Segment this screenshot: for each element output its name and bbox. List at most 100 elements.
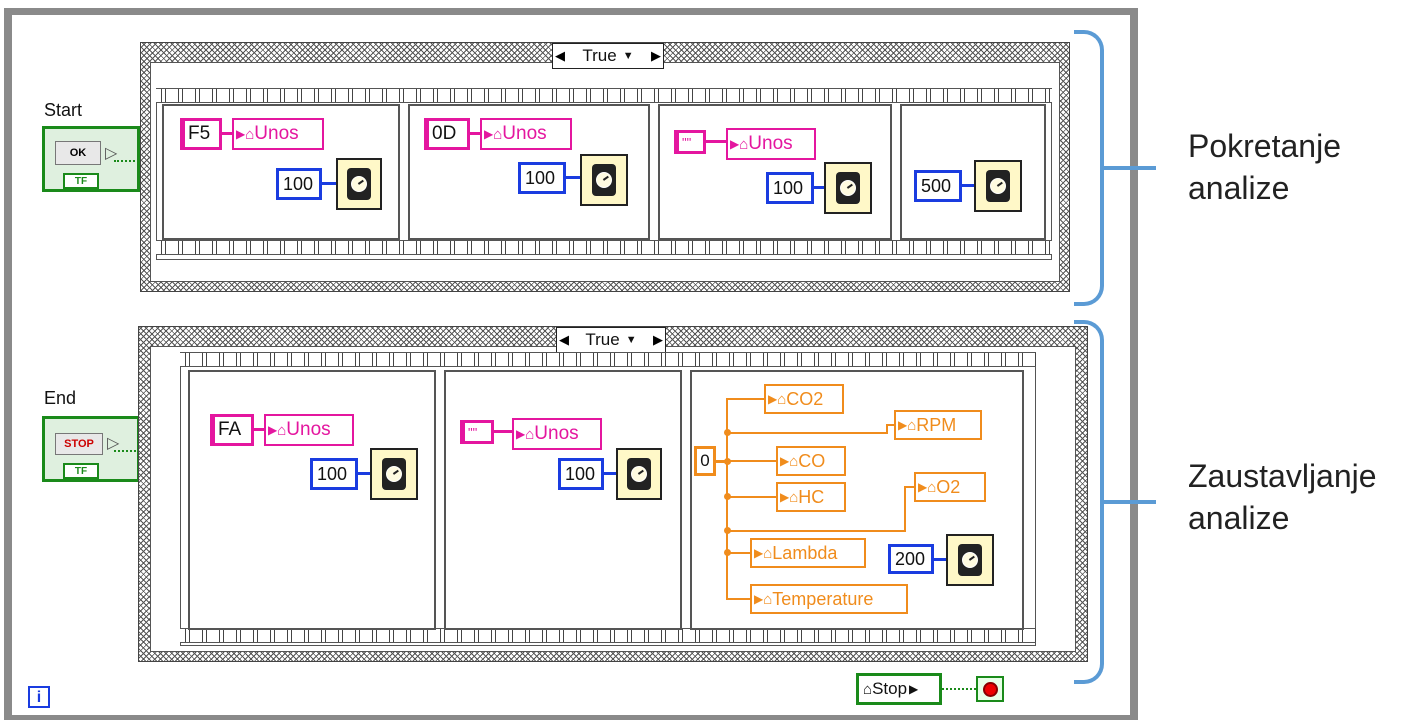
string-constant[interactable]: F5 <box>180 118 222 150</box>
wait-ms-icon[interactable] <box>580 154 628 206</box>
home-icon: ⌂ <box>789 452 799 470</box>
dbl-wire <box>726 432 888 434</box>
local-variable-stop[interactable]: ⌂Stop▶ <box>856 673 942 705</box>
wait-ms-icon[interactable] <box>824 162 872 214</box>
string-wire <box>470 132 480 135</box>
brace-bottom <box>1074 320 1104 684</box>
write-arrow-icon: ▶ <box>516 427 526 441</box>
loop-condition-terminal[interactable] <box>976 676 1004 702</box>
sequence-frame-2: "" ▶⌂Unos 100 <box>444 370 682 630</box>
local-variable-unos[interactable]: ▶⌂Unos <box>264 414 354 446</box>
wait-ms-icon[interactable] <box>946 534 994 586</box>
wait-ms-icon[interactable] <box>336 158 382 210</box>
dbl-wire <box>904 486 916 488</box>
local-variable-temperature[interactable]: ▶⌂Temperature <box>750 584 908 614</box>
dbl-wire <box>726 496 776 498</box>
annotation-top: Pokretanje analize <box>1188 128 1341 206</box>
wait-ms-icon[interactable] <box>974 160 1022 212</box>
end-button-control[interactable]: STOP ▷ TF <box>42 416 140 482</box>
string-constant[interactable]: 0D <box>424 118 470 150</box>
string-wire <box>706 140 726 143</box>
dbl-wire <box>726 398 766 400</box>
write-arrow-icon: ▶ <box>754 546 764 560</box>
case-selector-bottom[interactable]: ◀ True▼ ▶ <box>556 327 666 353</box>
case-selector-top[interactable]: ◀ True ▼ ▶ <box>552 43 664 69</box>
wait-ms-constant[interactable]: 100 <box>558 458 604 490</box>
numeric-wire <box>566 176 580 179</box>
start-tf-indicator: TF <box>63 173 99 189</box>
empty-string-constant[interactable]: "" <box>460 420 494 444</box>
home-icon: ⌂ <box>763 590 773 608</box>
wait-ms-icon[interactable] <box>370 448 418 500</box>
dropdown-arrow-icon[interactable]: ▼ <box>625 334 637 346</box>
dbl-wire <box>726 598 752 600</box>
wait-ms-constant[interactable]: 100 <box>766 172 814 204</box>
dbl-wire <box>904 486 906 532</box>
home-icon: ⌂ <box>777 390 787 408</box>
empty-string-constant[interactable]: "" <box>674 130 706 154</box>
write-arrow-icon: ▶ <box>768 392 778 406</box>
write-arrow-icon: ▶ <box>730 137 740 151</box>
increment-arrow-icon[interactable]: ▶ <box>651 48 661 63</box>
sequence-frame-1: F5 ▶⌂Unos 100 <box>162 104 400 240</box>
dbl-wire <box>712 460 730 463</box>
home-icon: ⌂ <box>907 416 917 434</box>
home-icon: ⌂ <box>277 421 287 439</box>
local-variable-unos[interactable]: ▶⌂Unos <box>726 128 816 160</box>
string-wire <box>222 132 234 135</box>
local-variable-lambda[interactable]: ▶⌂Lambda <box>750 538 866 568</box>
wire-junction <box>724 527 731 534</box>
read-arrow-icon: ▶ <box>909 682 919 696</box>
stop-icon <box>983 682 998 697</box>
wire-junction <box>724 493 731 500</box>
end-label: End <box>44 388 77 408</box>
write-arrow-icon: ▶ <box>754 592 764 606</box>
wait-ms-constant[interactable]: 200 <box>888 544 934 574</box>
local-variable-o2[interactable]: ▶⌂O2 <box>914 472 986 502</box>
wait-ms-constant[interactable]: 100 <box>276 168 322 200</box>
dbl-wire <box>726 530 906 532</box>
wait-ms-constant[interactable]: 100 <box>518 162 566 194</box>
case-selector-value: True <box>582 46 617 65</box>
wire-junction <box>724 458 731 465</box>
home-icon: ⌂ <box>789 488 799 506</box>
sequence-frame-1: FA ▶⌂Unos 100 <box>188 370 436 630</box>
decrement-arrow-icon[interactable]: ◀ <box>555 48 565 63</box>
dbl-wire <box>726 460 776 462</box>
start-label: Start <box>44 100 83 120</box>
iteration-terminal[interactable]: i <box>28 686 50 708</box>
wire-junction <box>724 429 731 436</box>
string-constant[interactable]: FA <box>210 414 254 446</box>
sequence-film-strip-bottom <box>180 628 1036 643</box>
wait-ms-icon[interactable] <box>616 448 662 500</box>
local-variable-co2[interactable]: ▶⌂CO2 <box>764 384 844 414</box>
local-variable-unos[interactable]: ▶⌂Unos <box>512 418 602 450</box>
numeric-wire <box>322 182 336 185</box>
sequence-frame-3: "" ▶⌂Unos 100 <box>658 104 892 240</box>
write-arrow-icon: ▶ <box>484 127 494 141</box>
sequence-film-strip-bottom <box>156 240 1052 255</box>
decrement-arrow-icon[interactable]: ◀ <box>559 332 569 347</box>
string-wire <box>494 430 512 433</box>
wait-ms-constant[interactable]: 500 <box>914 170 962 202</box>
home-icon: ⌂ <box>763 544 773 562</box>
local-variable-rpm[interactable]: ▶⌂RPM <box>894 410 982 440</box>
output-arrow-icon: ▷ <box>105 145 118 162</box>
start-ok-button[interactable]: OK <box>55 141 101 165</box>
dbl-zero-constant[interactable]: 0 <box>694 446 716 476</box>
brace-top-tick <box>1104 166 1156 170</box>
local-variable-hc[interactable]: ▶⌂HC <box>776 482 846 512</box>
brace-top <box>1074 30 1104 306</box>
home-icon: ⌂ <box>245 125 255 143</box>
end-stop-button[interactable]: STOP <box>55 433 103 455</box>
wait-ms-constant[interactable]: 100 <box>310 458 358 490</box>
local-variable-co[interactable]: ▶⌂CO <box>776 446 846 476</box>
dbl-wire <box>886 424 896 426</box>
dropdown-arrow-icon[interactable]: ▼ <box>622 50 634 62</box>
local-variable-unos[interactable]: ▶⌂Unos <box>232 118 324 150</box>
home-icon: ⌂ <box>927 478 937 496</box>
increment-arrow-icon[interactable]: ▶ <box>653 332 663 347</box>
local-variable-unos[interactable]: ▶⌂Unos <box>480 118 572 150</box>
start-button-control[interactable]: OK ▷ TF <box>42 126 140 192</box>
write-arrow-icon: ▶ <box>918 480 928 494</box>
